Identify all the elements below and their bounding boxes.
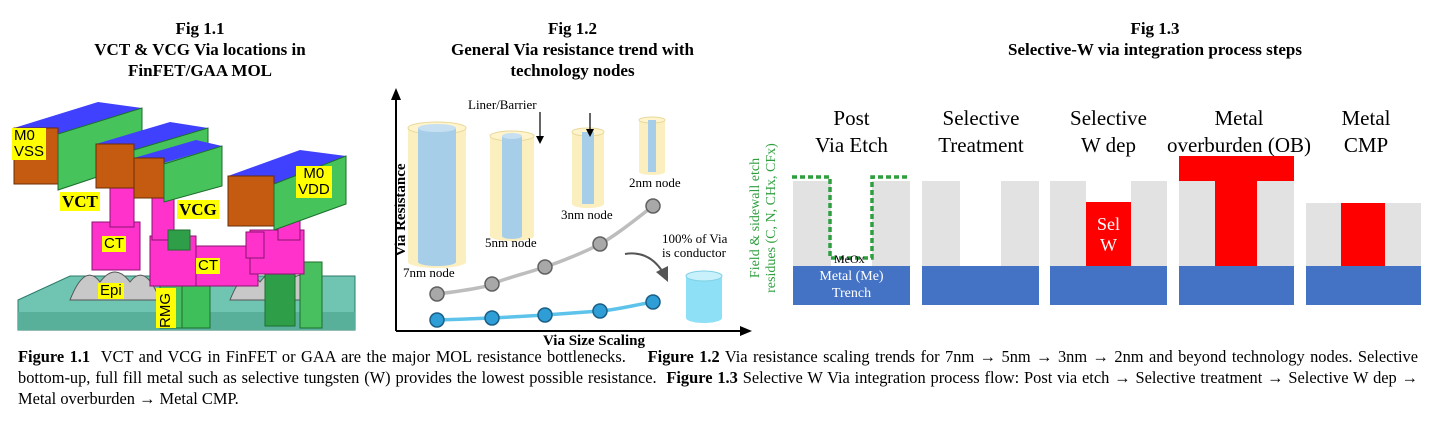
caption-fig13-text: Selective W Via integration process flow…: [18, 368, 1419, 408]
label-vcg: VCG: [177, 200, 219, 219]
label-m0-left-line1: M0: [14, 127, 35, 144]
sel-w-label-line2: W: [1100, 235, 1117, 255]
step-selective-treatment: Selective Treatment: [920, 105, 1042, 159]
label-vct: VCT: [60, 192, 100, 211]
step-4-line2: overburden (OB): [1166, 133, 1312, 157]
metal-trench-5: [1306, 266, 1421, 305]
fig13-subtitle: Selective-W via integration process step…: [1008, 40, 1302, 59]
caption-fig11-label: Figure 1.1: [18, 347, 91, 366]
conductor-label-line2: is conductor: [662, 245, 726, 260]
blue-point-2: [484, 310, 500, 326]
figure-caption: Figure 1.1 VCT and VCG in FinFET or GAA …: [18, 346, 1418, 409]
step-metal-cmp: Metal CMP: [1316, 105, 1416, 159]
step-post-via-etch: Post Via Etch: [793, 105, 910, 159]
y-axis-label: Via Resistance: [393, 163, 409, 257]
fig11-title-block: Fig 1.1 VCT & VCG Via locations in FinFE…: [40, 18, 360, 81]
conductor-label-line1: 100% of Via: [662, 231, 728, 246]
label-m0-right-line2: VDD: [298, 181, 330, 198]
step-2-line1: Selective: [942, 106, 1020, 130]
liner-barrier-label: Liner/Barrier: [468, 97, 537, 112]
step-5-line2: CMP: [1343, 133, 1389, 157]
fig11-subtitle-line1: VCT & VCG Via locations in: [94, 40, 306, 59]
step-1-line2: Via Etch: [815, 133, 888, 157]
blue-point-4: [592, 303, 608, 319]
label-ct-left: CT: [102, 235, 126, 252]
selective-w-fill: [1086, 202, 1131, 266]
node-label-2nm: 2nm node: [629, 175, 681, 190]
via-2nm: [638, 116, 666, 175]
caption-fig12-label: Figure 1.2: [647, 347, 720, 366]
metal-trench-4: [1179, 266, 1294, 305]
blue-point-1: [429, 312, 445, 328]
via-5nm: [489, 130, 535, 241]
cmp-w-fill: [1341, 203, 1385, 266]
fig11-subtitle-line2: FinFET/GAA MOL: [127, 61, 273, 80]
metal-trench-label-line2: Trench: [831, 286, 872, 301]
grey-point-2nm-b: [645, 198, 661, 214]
label-m0-right-line1: M0: [303, 165, 325, 182]
fig13-title: Fig 1.3: [1130, 19, 1180, 38]
residue-side-label-line1: Field & sidewall etch: [748, 157, 763, 279]
blue-point-3: [537, 307, 553, 323]
meox-label: MeOx: [834, 252, 865, 266]
node-label-7nm: 7nm node: [403, 265, 455, 280]
step-metal-overburden: Metal overburden (OB): [1156, 105, 1322, 159]
metal-trench-label-line1: Metal (Me): [819, 269, 884, 284]
fig13-title-block: Fig 1.3 Selective-W via integration proc…: [880, 18, 1430, 60]
via-3nm: [571, 127, 605, 208]
metal-trench-label: Metal (Me) Trench: [793, 268, 910, 302]
caption-fig13-label: Figure 1.3: [666, 368, 738, 387]
full-conductor-cylinder: [685, 270, 723, 323]
step-4-line1: Metal: [1214, 106, 1264, 130]
node-label-5nm: 5nm node: [485, 235, 537, 250]
fig12-title-block: Fig 1.2 General Via resistance trend wit…: [400, 18, 745, 81]
fig11-title: Fig 1.1: [175, 19, 225, 38]
metal-trench-1: [793, 266, 910, 305]
sel-w-label: Sel W: [1086, 214, 1131, 256]
step-3-line2: W dep: [1080, 133, 1136, 157]
caption-fig12-text: Via resistance scaling trends for 7nm → …: [18, 347, 1423, 387]
step-1-line1: Post: [833, 106, 870, 130]
fig12-resistance-chart: [391, 88, 752, 336]
step-selective-w-dep: Selective W dep: [1050, 105, 1167, 159]
label-m0-right: M0 VDD: [296, 166, 332, 198]
fig12-subtitle-line1: General Via resistance trend with: [450, 40, 694, 59]
blue-point-5: [645, 294, 661, 310]
grey-point-2nm-a: [592, 236, 608, 252]
label-m0-left-line2: VSS: [14, 143, 45, 160]
via-7nm: [407, 121, 467, 268]
sel-w-label-line1: Sel: [1096, 214, 1120, 234]
metal-trench-2: [922, 266, 1039, 305]
step-2-line2: Treatment: [938, 133, 1024, 157]
label-ct-right: CT: [196, 257, 220, 274]
metal-trench-3: [1050, 266, 1167, 305]
label-epi: Epi: [98, 282, 124, 299]
metal-overburden: [1179, 156, 1294, 181]
grey-point-7nm: [429, 286, 445, 302]
caption-fig11-text: VCT and VCG in FinFET or GAA are the maj…: [90, 347, 648, 366]
step-3-line1: Selective: [1070, 106, 1147, 130]
grey-point-5nm: [484, 276, 500, 292]
conductor-label: 100% of Via is conductor: [662, 232, 727, 260]
fig13-process: [792, 156, 1421, 305]
residue-side-label-line2: residues (C, N, CHx, CFx): [764, 143, 779, 293]
fig12-title: Fig 1.2: [547, 19, 598, 38]
node-label-3nm: 3nm node: [561, 207, 613, 222]
fig12-subtitle-line2: technology nodes: [510, 61, 635, 80]
label-rmg: RMG: [156, 288, 176, 328]
x-axis-label: Via Size Scaling: [543, 333, 645, 349]
residue-side-label: Field & sidewall etch residues (C, N, CH…: [748, 118, 780, 318]
step-5-line1: Metal: [1341, 106, 1391, 130]
label-m0-left: M0 VSS: [12, 127, 47, 160]
grey-point-3nm: [537, 259, 553, 275]
